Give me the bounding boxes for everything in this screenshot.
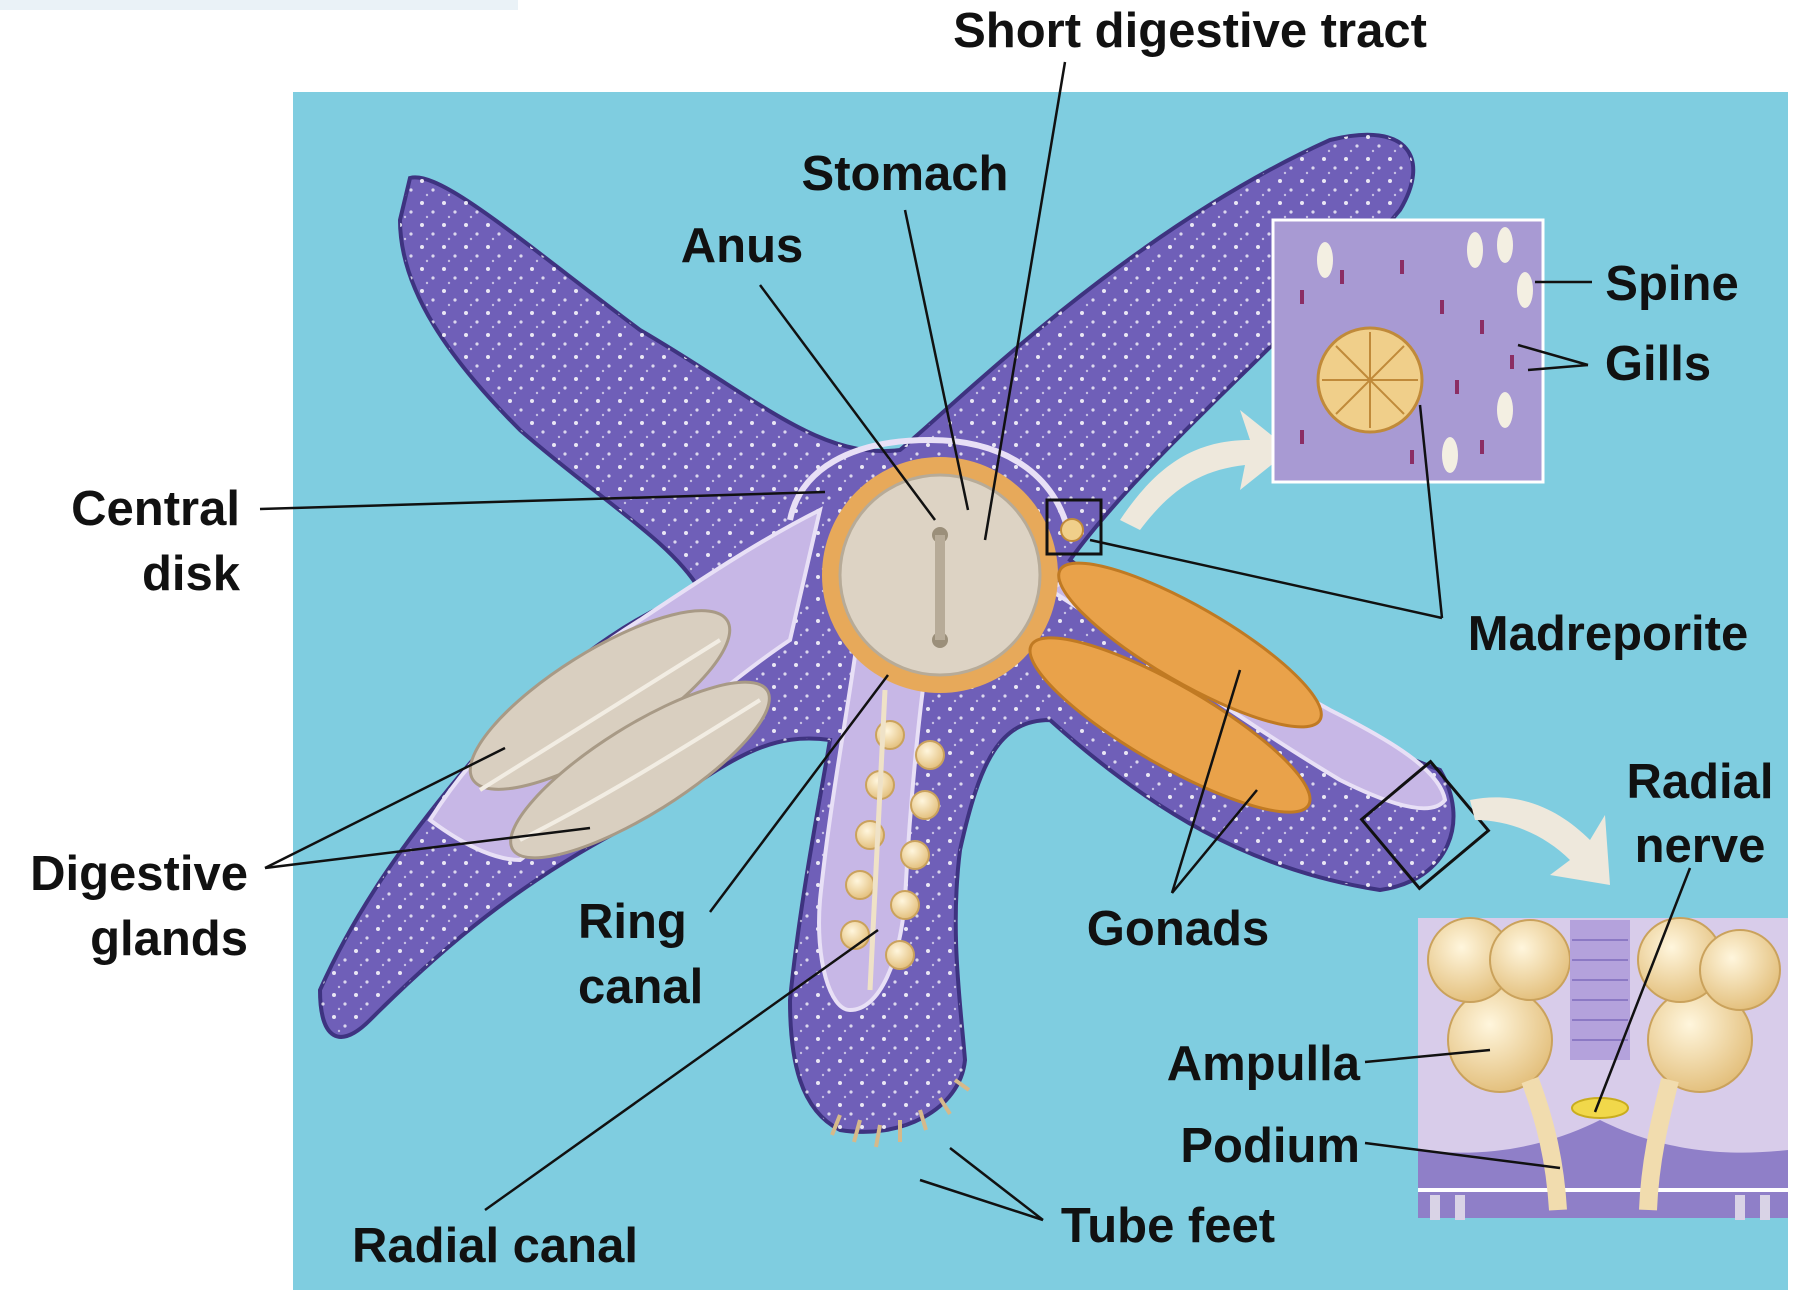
label-central-disk-line1: Central [71,482,240,536]
stomach-illustration [822,457,1058,693]
label-podium: Podium [1180,1119,1360,1173]
inset-surface-detail [1273,220,1543,482]
madreporite-dot [1061,519,1083,541]
leader-tube-feet-1 [920,1180,1043,1220]
label-radial-nerve-line2: nerve [1635,819,1766,873]
leader-tube-feet-2 [950,1148,1043,1220]
label-ampulla: Ampulla [1167,1037,1361,1091]
label-gills: Gills [1605,337,1711,391]
label-anus: Anus [681,219,804,273]
inset-cross-section [1418,918,1788,1220]
label-short-digestive-tract: Short digestive tract [953,4,1427,58]
inset-arrow-bottom [1470,797,1610,885]
label-madreporite: Madreporite [1468,607,1748,661]
label-tube-feet: Tube feet [1061,1199,1275,1253]
label-radial-canal: Radial canal [352,1219,638,1273]
label-spine: Spine [1605,257,1738,311]
label-radial-nerve-line1: Radial [1626,755,1773,809]
label-central-disk-line2: disk [142,547,241,601]
label-gonads: Gonads [1087,902,1269,956]
label-stomach: Stomach [802,147,1009,201]
label-ring-canal-line2: canal [578,960,703,1014]
label-digestive-glands-line2: glands [90,912,248,966]
label-digestive-glands-line1: Digestive [30,847,248,901]
label-ring-canal-line1: Ring [578,895,687,949]
